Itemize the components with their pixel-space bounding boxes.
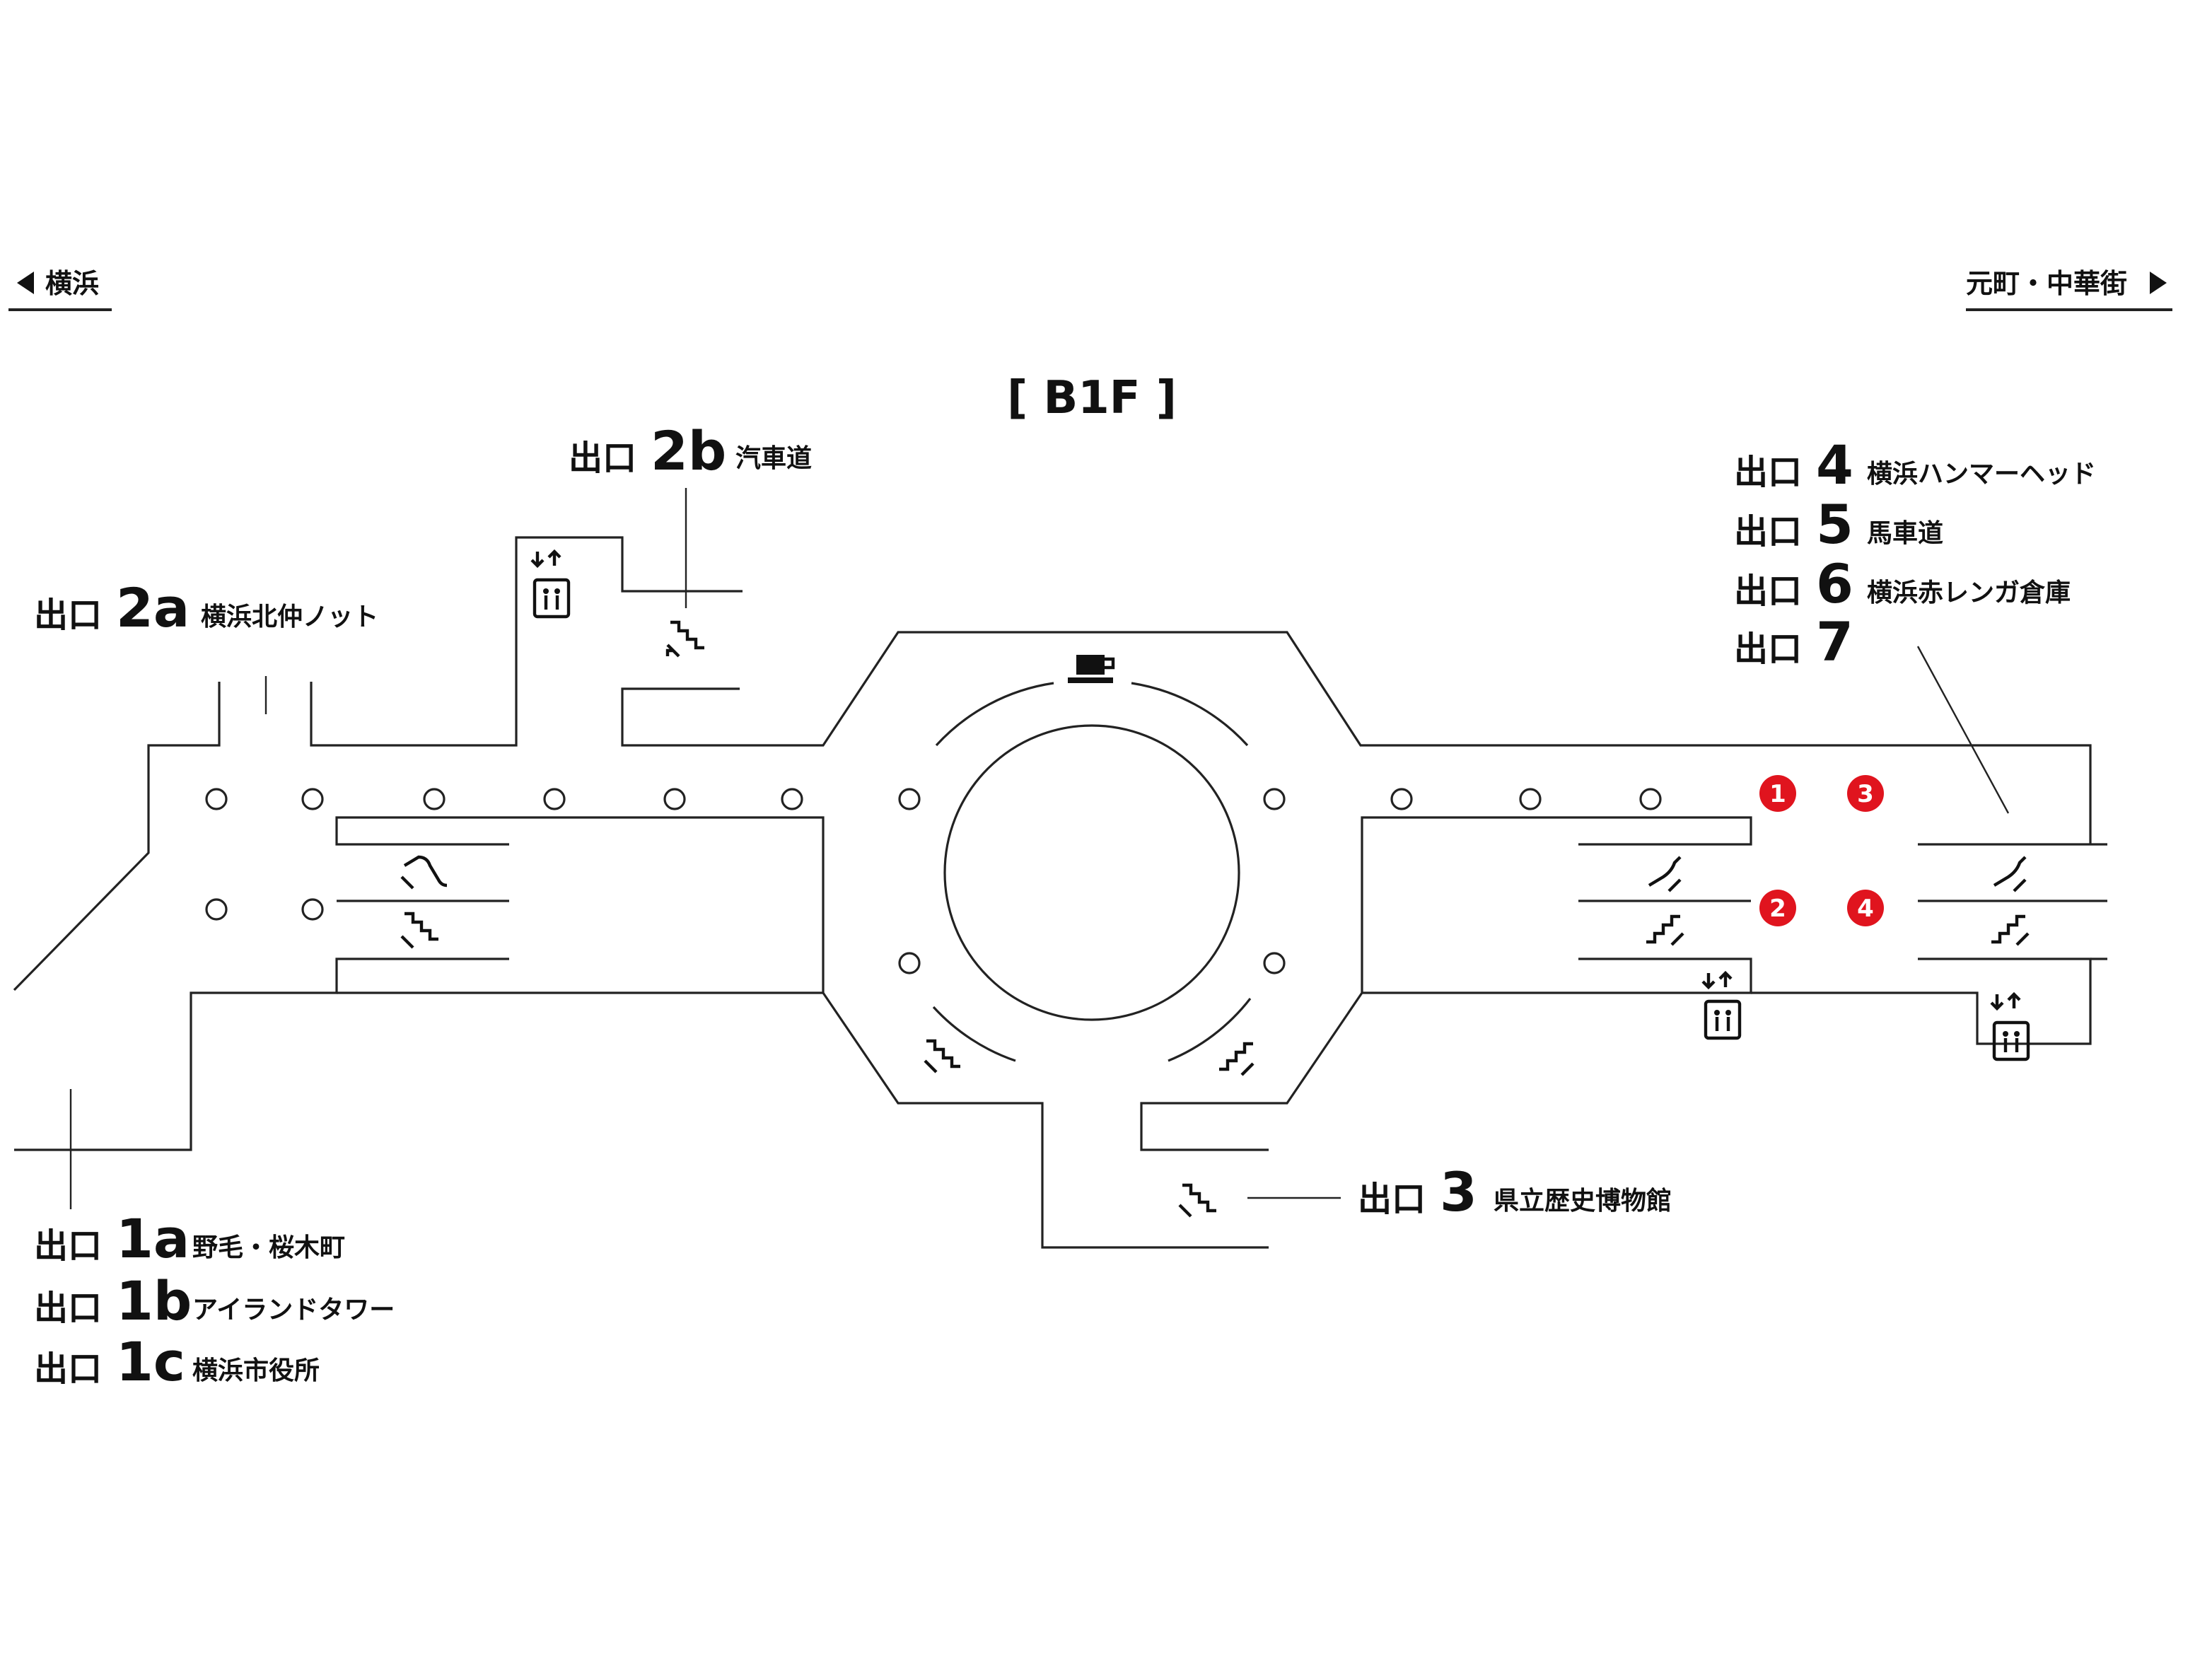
exit-label-1c[interactable]: 出口 1c 横浜市役所 (34, 1330, 320, 1393)
svg-text:出口: 出口 (1358, 1180, 1426, 1219)
svg-text:1a: 1a (116, 1207, 190, 1270)
svg-text:アイランドタワー: アイランドタワー (192, 1296, 395, 1325)
concourse-walls (13, 536, 2107, 1249)
svg-text:汽車道: 汽車道 (735, 444, 812, 473)
svg-text:出口: 出口 (34, 1288, 102, 1328)
svg-text:2: 2 (1769, 895, 1786, 923)
svg-text:1: 1 (1769, 780, 1786, 808)
svg-text:出口: 出口 (1734, 453, 1802, 492)
stairs-icon (665, 620, 704, 658)
exit-label-2b[interactable]: 出口 2b 汽車道 (569, 419, 812, 482)
svg-text:出口: 出口 (34, 1226, 102, 1266)
svg-text:出口: 出口 (34, 595, 102, 635)
stairs-icon (1178, 1183, 1216, 1218)
exit-label-5[interactable]: 出口 5 馬車道 (1734, 493, 1943, 556)
exit-label-7[interactable]: 出口 7 (1734, 610, 1853, 673)
escalator-icon (400, 855, 448, 890)
svg-text:6: 6 (1816, 552, 1853, 615)
escalator-icon (1648, 856, 1682, 892)
stairs-icon (1646, 914, 1684, 946)
svg-text:横浜北仲ノット: 横浜北仲ノット (201, 603, 378, 631)
svg-text:4: 4 (1816, 433, 1853, 496)
svg-text:馬車道: 馬車道 (1867, 519, 1943, 548)
svg-text:横浜市役所: 横浜市役所 (192, 1356, 320, 1385)
direction-left-label: 横浜 (45, 268, 99, 299)
platform-marker-2: 2 (1759, 890, 1796, 926)
direction-right[interactable]: 元町・中華街 (1966, 268, 2172, 311)
exit-label-1b[interactable]: 出口 1b アイランドタワー (34, 1269, 395, 1332)
svg-text:4: 4 (1857, 895, 1874, 923)
svg-text:2a: 2a (116, 576, 190, 639)
floor-label: [ B1F ] (1007, 372, 1177, 424)
svg-text:3: 3 (1857, 780, 1874, 808)
direction-right-label: 元町・中華街 (1966, 268, 2127, 299)
elevator-icon (1990, 991, 2030, 1061)
platform-marker-3: 3 (1847, 775, 1884, 812)
pillars (205, 788, 1662, 974)
svg-text:1c: 1c (116, 1330, 185, 1393)
svg-text:1b: 1b (116, 1269, 192, 1332)
platform-marker-1: 1 (1759, 775, 1796, 812)
exit-label-1a[interactable]: 出口 1a 野毛・桜木町 (34, 1207, 345, 1270)
leader-lines (69, 488, 2010, 1209)
exit-label-4[interactable]: 出口 4 横浜ハンマーヘッド (1734, 433, 2096, 496)
arrow-right-icon (2150, 272, 2167, 294)
svg-text:3: 3 (1440, 1160, 1477, 1223)
svg-text:5: 5 (1816, 493, 1853, 556)
svg-text:横浜赤レンガ倉庫: 横浜赤レンガ倉庫 (1867, 578, 2071, 607)
svg-text:野毛・桜木町: 野毛・桜木町 (192, 1233, 345, 1262)
stairs-icon (924, 1039, 960, 1073)
arrow-left-icon (17, 272, 34, 294)
platform-marker-4: 4 (1847, 890, 1884, 926)
svg-text:県立歴史博物館: 県立歴史博物館 (1494, 1186, 1672, 1216)
elevator-icon (530, 549, 571, 619)
svg-text:2b: 2b (651, 419, 726, 482)
elevator-icon (1701, 970, 1742, 1040)
stairs-icon (1219, 1042, 1255, 1076)
stairs-icon (1991, 914, 2030, 946)
stairs-icon (400, 912, 438, 949)
escalator-icon (1993, 856, 2027, 892)
svg-text:出口: 出口 (1734, 512, 1802, 552)
svg-text:出口: 出口 (1734, 571, 1802, 611)
svg-text:横浜ハンマーヘッド: 横浜ハンマーヘッド (1867, 460, 2096, 489)
svg-text:出口: 出口 (34, 1349, 102, 1389)
exit-label-2a[interactable]: 出口 2a 横浜北仲ノット (34, 576, 378, 639)
exit-label-6[interactable]: 出口 6 横浜赤レンガ倉庫 (1734, 552, 2071, 615)
svg-text:出口: 出口 (569, 438, 636, 478)
direction-left[interactable]: 横浜 (8, 268, 112, 311)
svg-text:出口: 出口 (1734, 629, 1802, 669)
svg-text:7: 7 (1816, 610, 1853, 673)
cafe-icon (1068, 655, 1115, 683)
exit-label-3[interactable]: 出口 3 県立歴史博物館 (1358, 1160, 1672, 1223)
